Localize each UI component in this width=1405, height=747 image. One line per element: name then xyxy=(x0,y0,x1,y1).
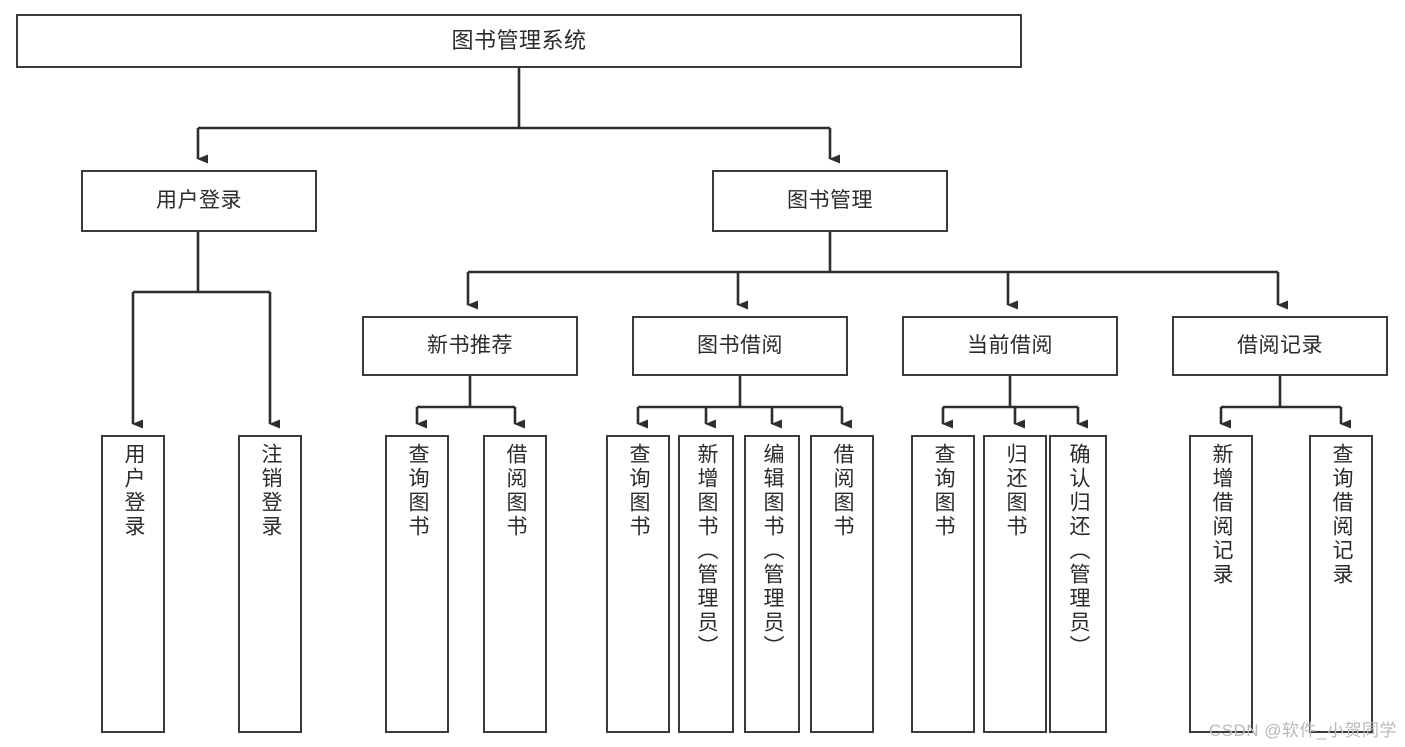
node-book-borrow[interactable]: 图书借阅 xyxy=(632,316,848,376)
node-leaf-borrow-book-1-label: 借阅图书 xyxy=(504,443,528,539)
node-leaf-logout-login-label: 注销登录 xyxy=(259,443,283,539)
node-leaf-borrow-book-2[interactable]: 借阅图书 xyxy=(810,435,874,733)
node-leaf-logout-login[interactable]: 注销登录 xyxy=(238,435,302,733)
node-leaf-add-book-admin-label: 新增图书（管理员） xyxy=(695,443,719,659)
node-leaf-edit-book-admin[interactable]: 编辑图书（管理员） xyxy=(744,435,800,733)
node-leaf-query-book-2[interactable]: 查询图书 xyxy=(606,435,670,733)
node-user-login-label: 用户登录 xyxy=(156,188,242,212)
node-leaf-query-book-2-label: 查询图书 xyxy=(627,443,651,539)
node-leaf-query-book-3[interactable]: 查询图书 xyxy=(911,435,975,733)
node-leaf-return-book-label: 归还图书 xyxy=(1004,443,1028,539)
node-current-borrow[interactable]: 当前借阅 xyxy=(902,316,1118,376)
node-leaf-confirm-return-admin-label: 确认归还（管理员） xyxy=(1067,443,1091,659)
node-leaf-query-book-1-label: 查询图书 xyxy=(406,443,430,539)
node-borrow-record[interactable]: 借阅记录 xyxy=(1172,316,1388,376)
node-new-book-recommend[interactable]: 新书推荐 xyxy=(362,316,578,376)
node-leaf-query-borrow-record[interactable]: 查询借阅记录 xyxy=(1309,435,1373,733)
node-leaf-confirm-return-admin[interactable]: 确认归还（管理员） xyxy=(1049,435,1107,733)
node-new-book-recommend-label: 新书推荐 xyxy=(427,333,513,357)
node-current-borrow-label: 当前借阅 xyxy=(967,333,1053,357)
node-leaf-edit-book-admin-label: 编辑图书（管理员） xyxy=(761,443,785,659)
node-leaf-add-borrow-record-label: 新增借阅记录 xyxy=(1210,443,1234,587)
node-leaf-user-login[interactable]: 用户登录 xyxy=(101,435,165,733)
node-book-manage-label: 图书管理 xyxy=(787,188,873,212)
node-book-manage[interactable]: 图书管理 xyxy=(712,170,948,232)
node-leaf-borrow-book-1[interactable]: 借阅图书 xyxy=(483,435,547,733)
node-leaf-add-book-admin[interactable]: 新增图书（管理员） xyxy=(678,435,734,733)
node-book-borrow-label: 图书借阅 xyxy=(697,333,783,357)
node-leaf-borrow-book-2-label: 借阅图书 xyxy=(831,443,855,539)
node-leaf-add-borrow-record[interactable]: 新增借阅记录 xyxy=(1189,435,1253,733)
node-borrow-record-label: 借阅记录 xyxy=(1237,333,1323,357)
node-leaf-user-login-label: 用户登录 xyxy=(122,443,146,539)
node-leaf-query-borrow-record-label: 查询借阅记录 xyxy=(1330,443,1354,587)
node-root[interactable]: 图书管理系统 xyxy=(16,14,1022,68)
node-leaf-return-book[interactable]: 归还图书 xyxy=(983,435,1047,733)
node-leaf-query-book-1[interactable]: 查询图书 xyxy=(385,435,449,733)
node-user-login[interactable]: 用户登录 xyxy=(81,170,317,232)
watermark: CSDN @软件_小贺同学 xyxy=(1208,721,1397,740)
node-leaf-query-book-3-label: 查询图书 xyxy=(932,443,956,539)
node-root-label: 图书管理系统 xyxy=(451,28,587,54)
